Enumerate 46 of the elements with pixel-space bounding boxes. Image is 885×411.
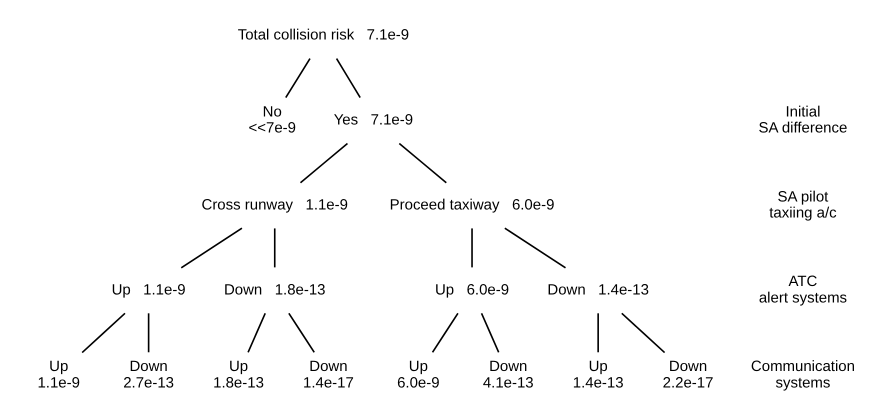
- label: Initial SA difference: [758, 103, 847, 137]
- connector: [147, 313, 149, 352]
- node-label: 1.4e-13: [572, 374, 624, 392]
- connector: [246, 312, 266, 353]
- node-label: <<7e-9: [248, 120, 296, 137]
- label: SA pilot taxiing a/c: [768, 188, 836, 222]
- connector: [480, 312, 499, 353]
- connector: [288, 312, 314, 353]
- node-label: 1.4e-17: [302, 374, 354, 392]
- node-text: Down 1.8e-13: [223, 281, 325, 298]
- label: ATC alert systems: [758, 273, 847, 306]
- label: Communication systems: [750, 358, 854, 392]
- node-text: Down 1.4e-13: [546, 281, 648, 298]
- node-text: Down: [668, 358, 707, 376]
- node-text: Down: [128, 358, 168, 376]
- node-text: No: [262, 103, 282, 120]
- connector: [273, 228, 276, 268]
- node-label: 4.1e-13: [482, 374, 534, 392]
- node-text: Down: [488, 358, 527, 376]
- connector: [81, 312, 126, 354]
- node-label: 1.1e-9: [36, 374, 80, 392]
- connector: [620, 312, 665, 354]
- connector: [398, 142, 446, 184]
- connector: [180, 228, 242, 269]
- node-text: Total collision risk 7.1e-9: [237, 26, 409, 44]
- node-text: Up: [228, 358, 248, 376]
- connector: [284, 58, 310, 98]
- node-label: 1.8e-13: [212, 374, 264, 392]
- node-text: Proceed taxiway 6.0e-9: [389, 196, 554, 214]
- connector: [596, 313, 598, 352]
- connector: [431, 312, 458, 353]
- node-text: Cross runway 1.1e-9: [201, 196, 348, 214]
- connector: [504, 228, 566, 269]
- node-text: Up 1.1e-9: [111, 281, 186, 298]
- node-text: Up: [588, 358, 608, 376]
- connector: [299, 142, 348, 184]
- node-text: Up: [408, 358, 428, 376]
- node-text: Yes 7.1e-9: [333, 111, 413, 128]
- node-label: 6.0e-9: [396, 374, 440, 392]
- connector: [470, 228, 472, 268]
- node-label: 2.7e-13: [122, 374, 174, 392]
- node-text: Up 6.0e-9: [434, 281, 509, 298]
- node-text: Down: [308, 358, 348, 376]
- node-text: Up: [48, 358, 68, 376]
- node-label: 2.2e-17: [662, 374, 713, 392]
- connector: [335, 58, 360, 98]
